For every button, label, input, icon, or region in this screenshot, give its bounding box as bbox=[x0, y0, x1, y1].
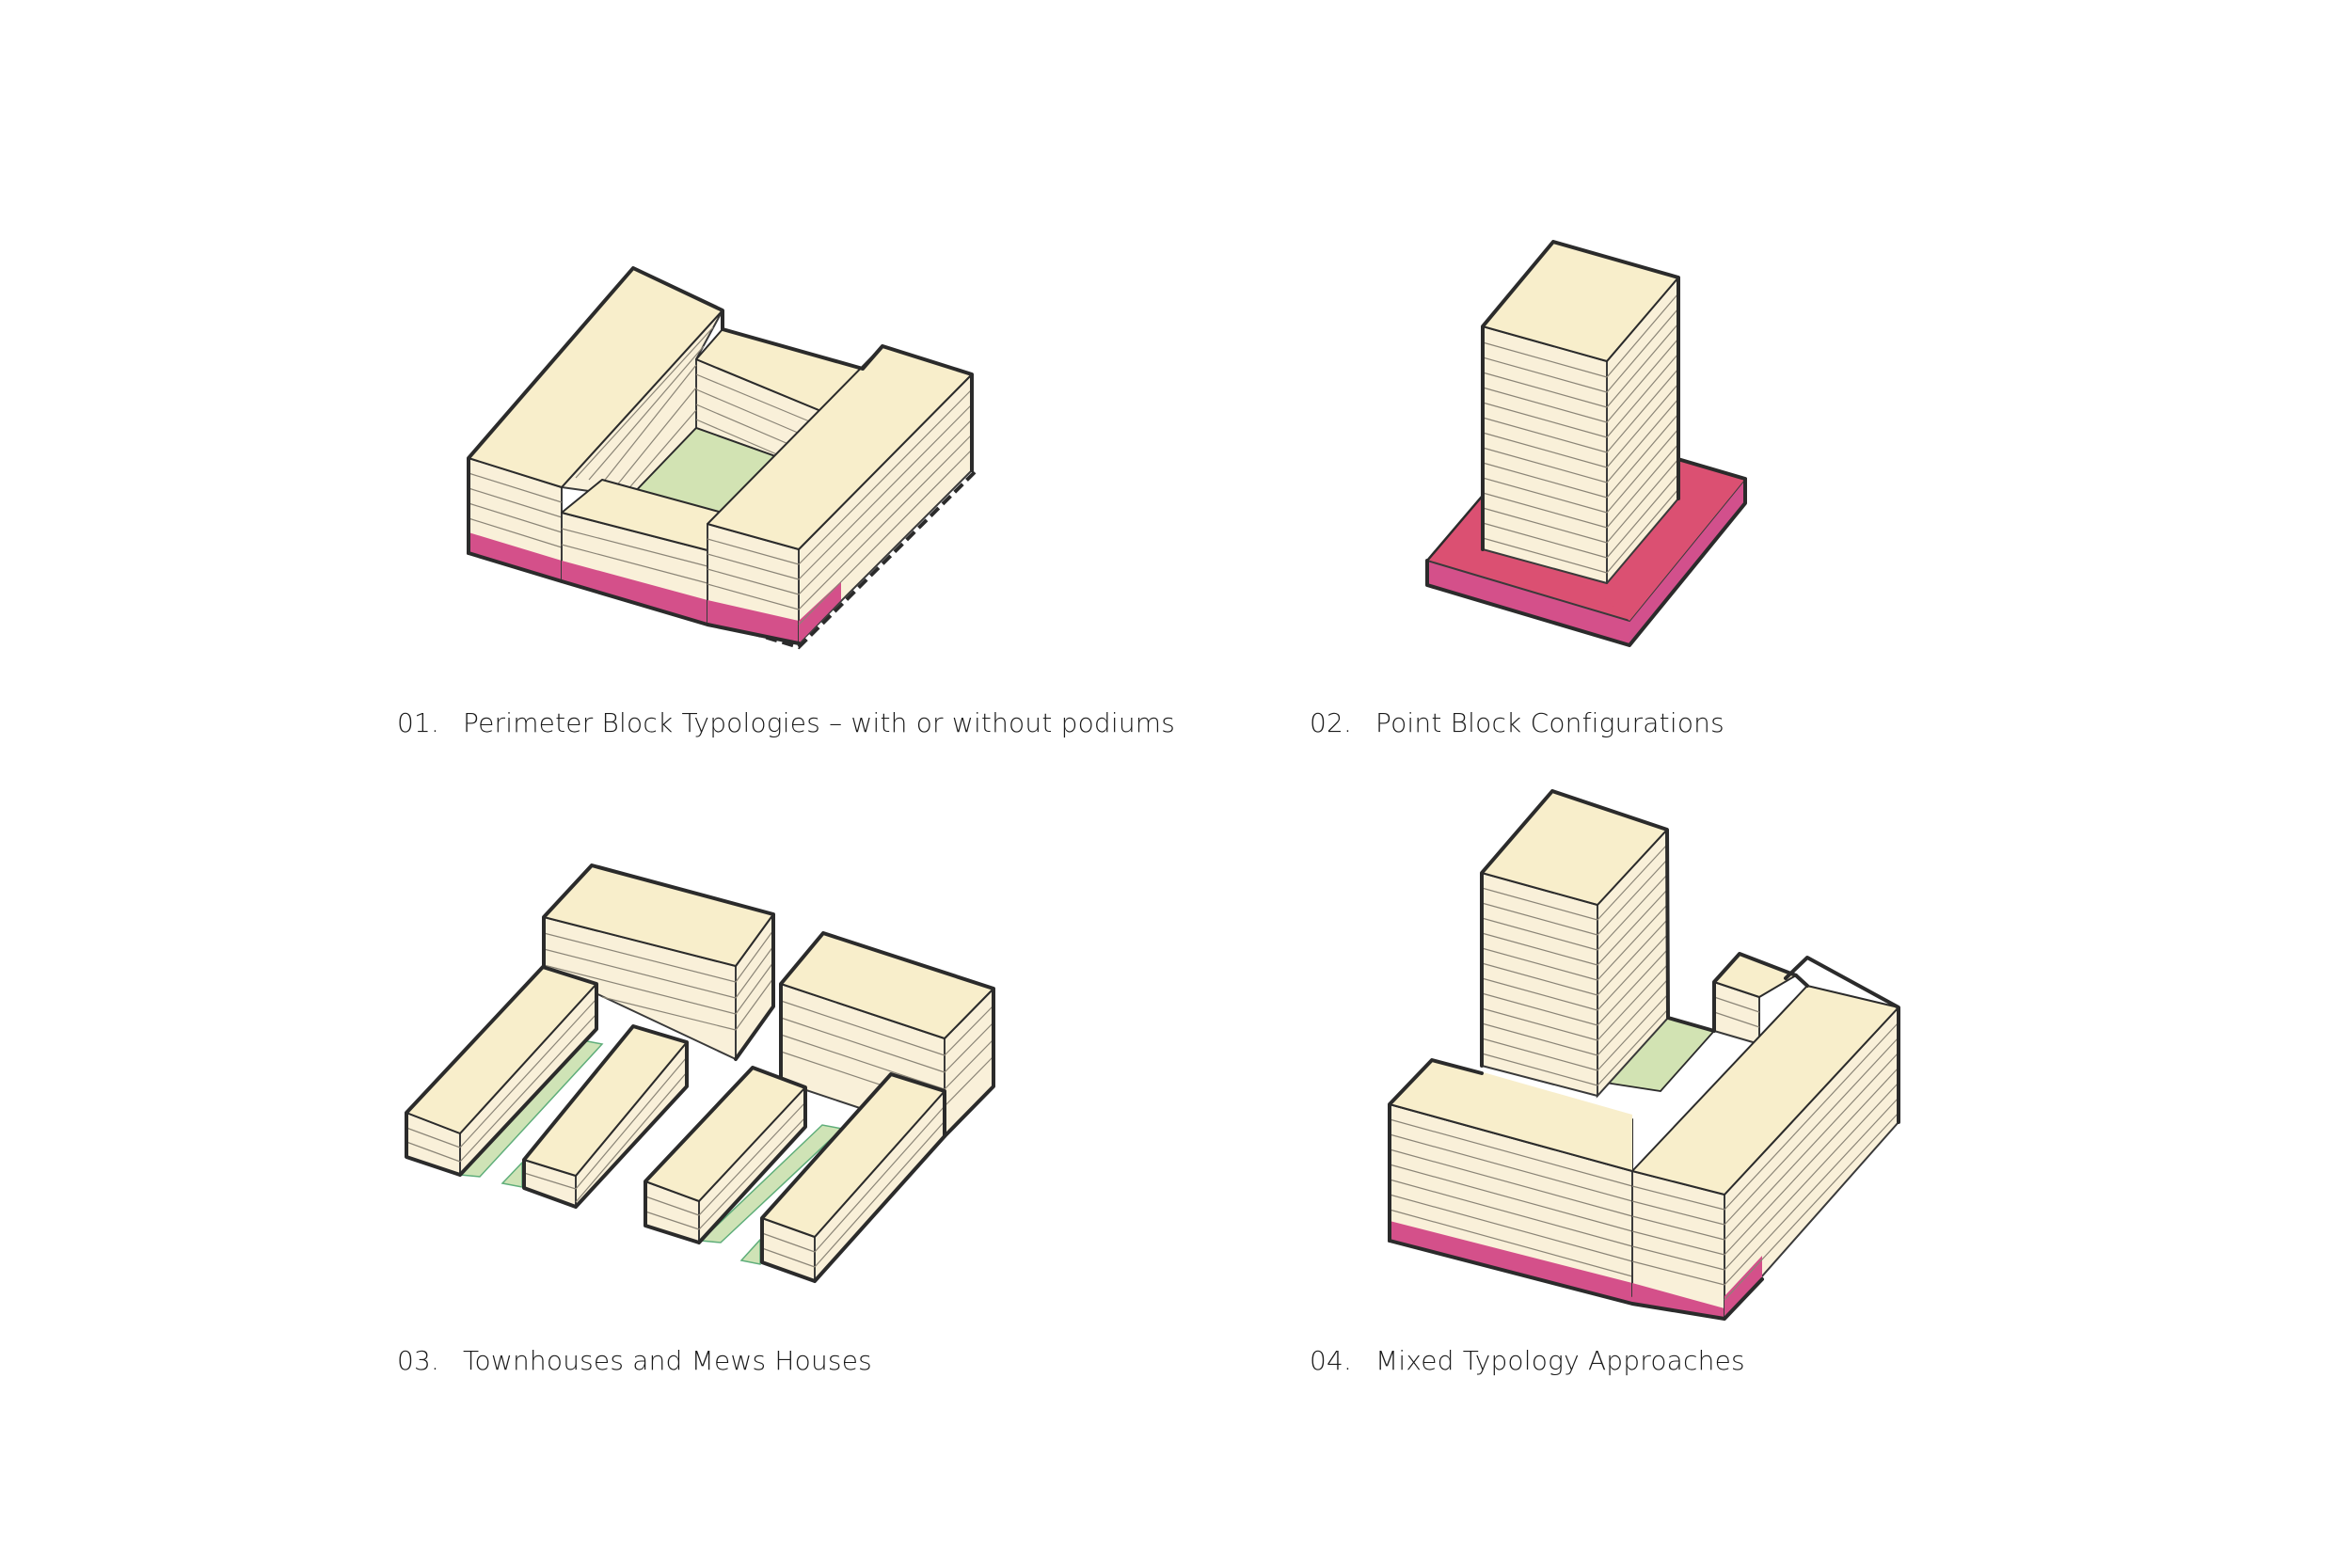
caption-label: Mixed Typology Approaches bbox=[1375, 1345, 1745, 1376]
caption-number: 04. bbox=[1310, 1345, 1353, 1376]
tower-front-wall bbox=[1482, 325, 1608, 584]
caption-number: 01. bbox=[397, 707, 440, 738]
diagram-perimeter-block bbox=[467, 266, 977, 650]
caption-label: Perimeter Block Typologies – with or wit… bbox=[463, 707, 1176, 738]
left-podium bbox=[469, 532, 562, 581]
caption-label: Point Block Configurations bbox=[1375, 707, 1724, 738]
diagram-mixed bbox=[1388, 789, 1900, 1321]
right-podium-side bbox=[799, 581, 841, 643]
right-podium-front bbox=[707, 600, 799, 643]
caption-perimeter-block: 01. Perimeter Block Typologies – with or… bbox=[397, 707, 1175, 738]
podium-side-wall bbox=[1629, 479, 1745, 645]
front-podium bbox=[562, 561, 707, 625]
caption-number: 03. bbox=[397, 1345, 440, 1376]
diagram-point-block bbox=[1425, 240, 1748, 647]
diagram-townhouses bbox=[405, 863, 995, 1283]
caption-townhouses: 03. Townhouses and Mews Houses bbox=[397, 1345, 872, 1376]
mews-garden bbox=[501, 1161, 523, 1188]
caption-point-block: 02. Point Block Configurations bbox=[1310, 707, 1724, 738]
caption-label: Townhouses and Mews Houses bbox=[463, 1345, 872, 1376]
mews-garden bbox=[739, 1238, 761, 1265]
caption-number: 02. bbox=[1310, 707, 1353, 738]
caption-mixed: 04. Mixed Typology Approaches bbox=[1310, 1345, 1745, 1376]
podium-front-wall bbox=[1427, 561, 1629, 645]
